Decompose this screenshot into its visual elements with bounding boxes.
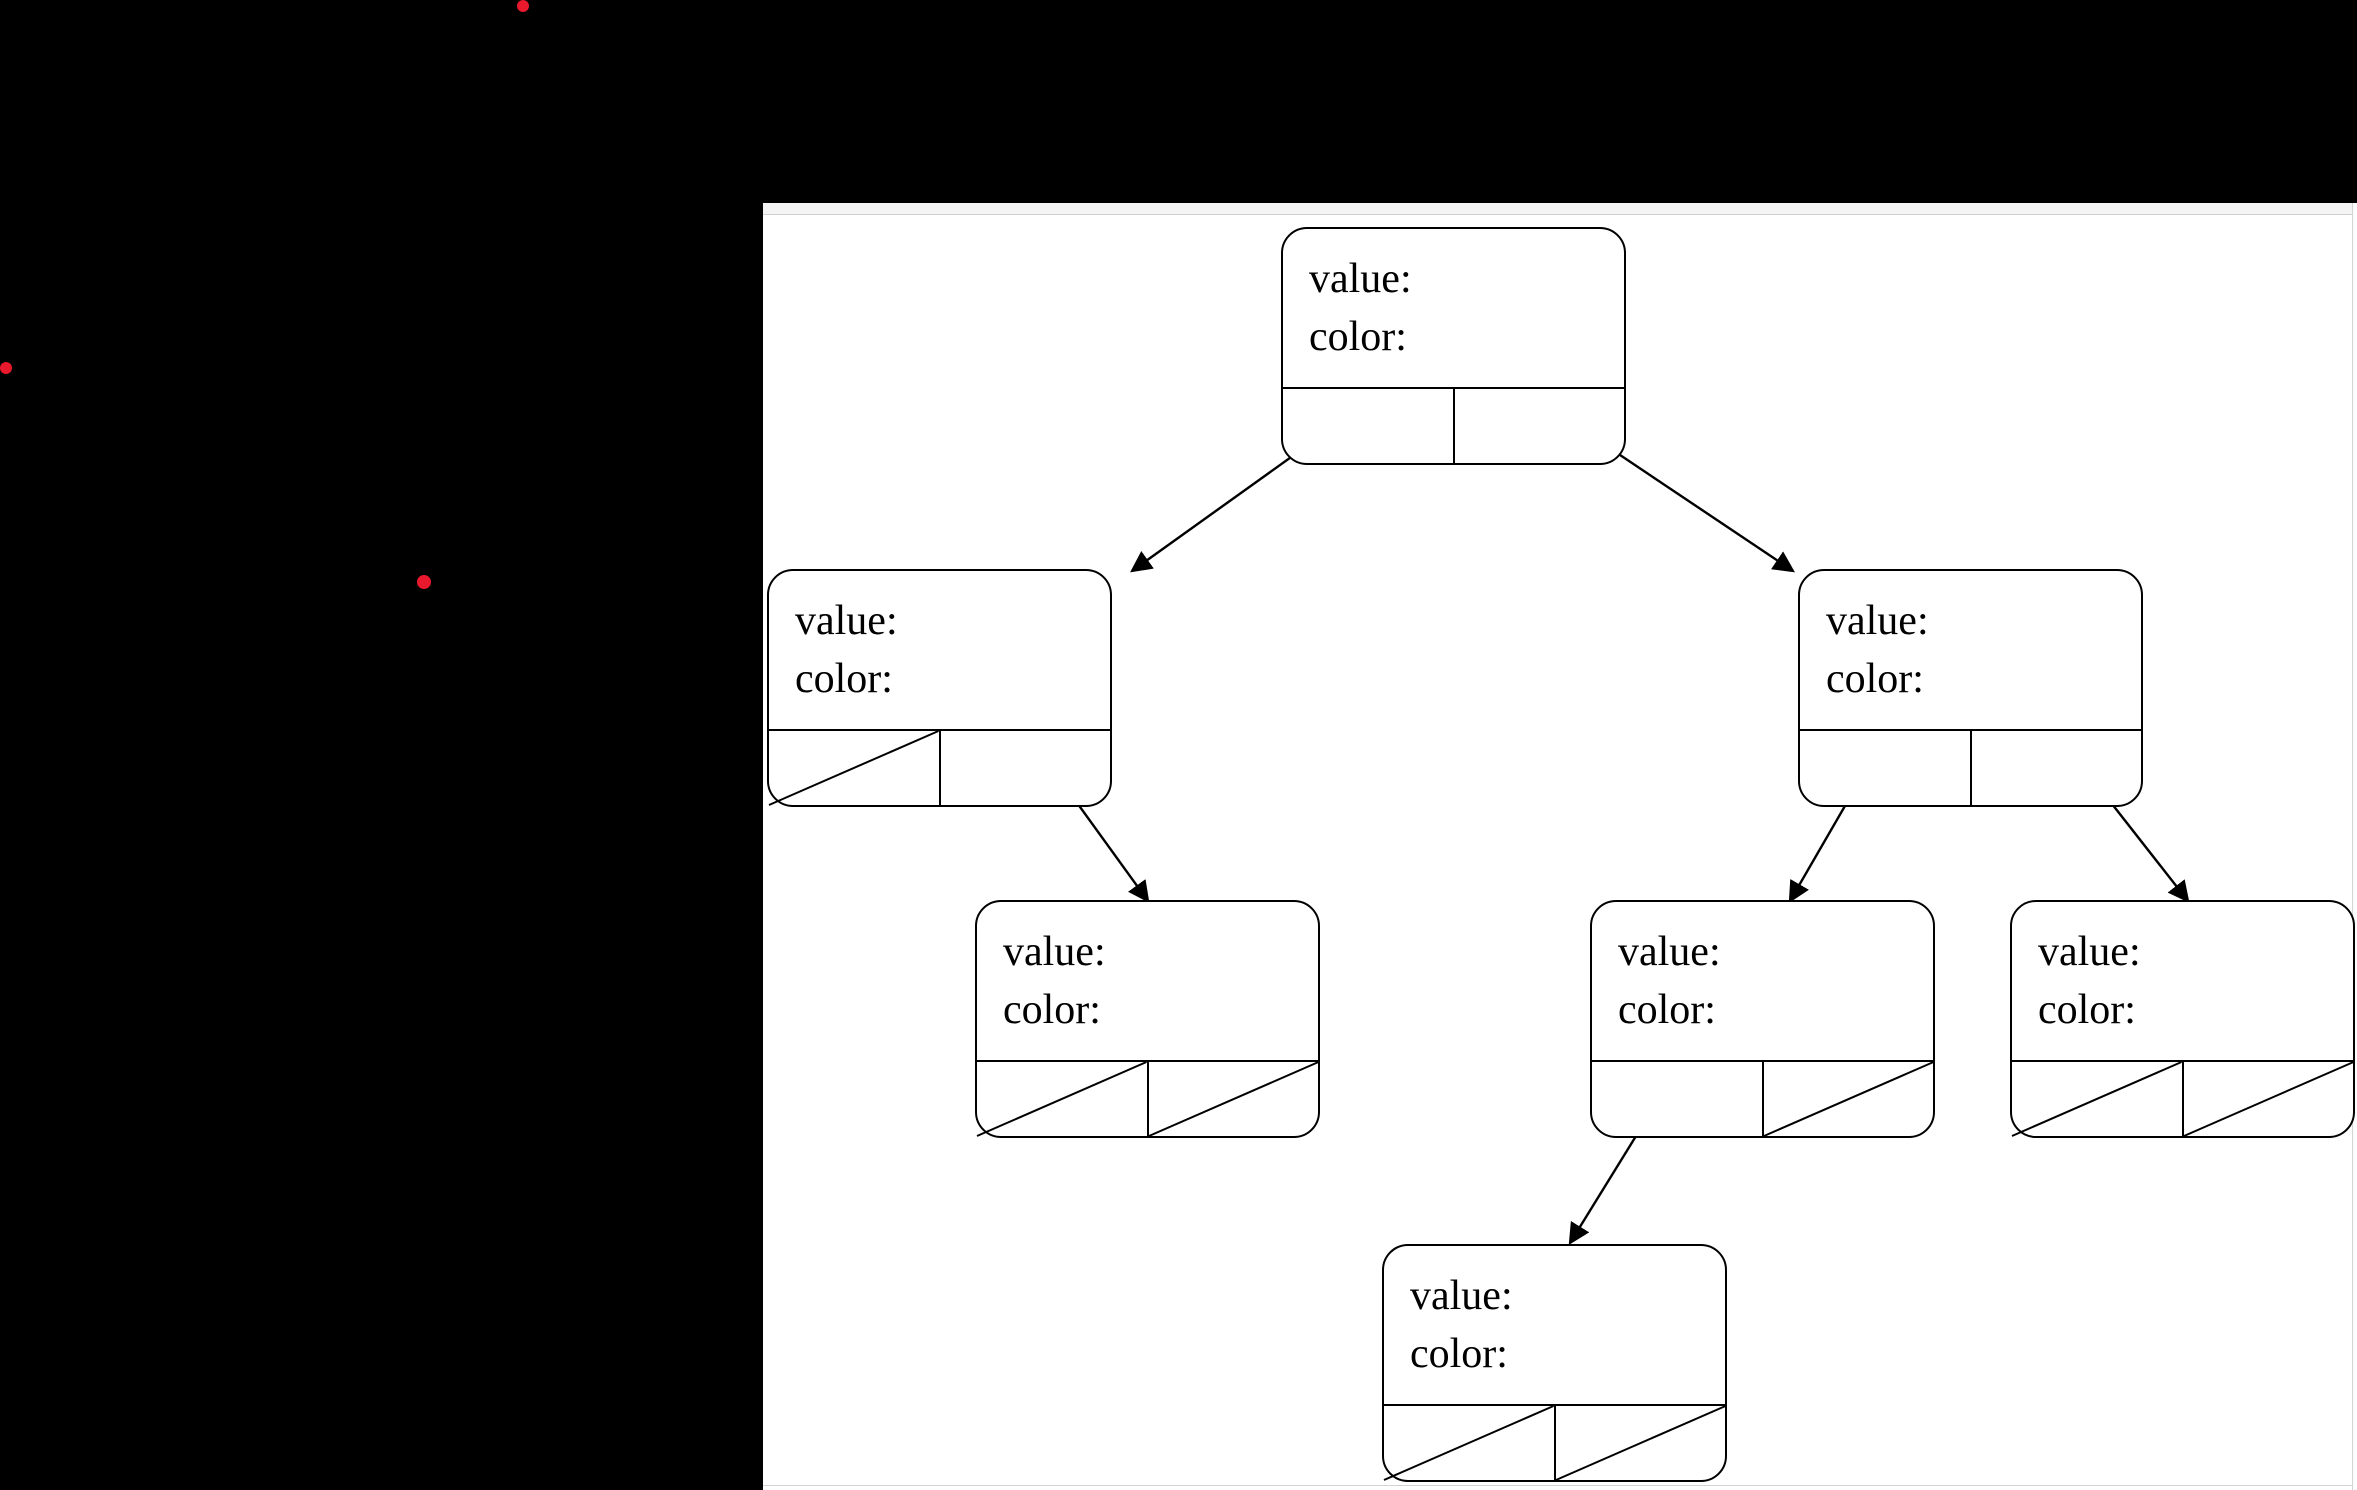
node-color-label: color:	[1309, 314, 1407, 360]
node-fields: value: color:	[1384, 1246, 1725, 1404]
node-value-label: value:	[1003, 929, 1106, 975]
tree-node-left-right[interactable]: value: color:	[975, 900, 1320, 1138]
tree-node-root[interactable]: value: color:	[1281, 227, 1626, 465]
node-pointer-row	[1592, 1060, 1933, 1136]
node-color-label: color:	[1003, 987, 1101, 1033]
marker-dot-left	[0, 362, 12, 374]
node-right-pointer-cell[interactable]	[1553, 1406, 1726, 1480]
node-color-label: color:	[795, 656, 893, 702]
tree-node-right-right[interactable]: value: color:	[2010, 900, 2355, 1138]
node-left-pointer-cell[interactable]	[769, 731, 939, 805]
null-pointer-slash-icon	[1556, 1406, 1726, 1480]
null-pointer-slash-icon	[1384, 1406, 1554, 1480]
node-pointer-row	[769, 729, 1110, 805]
node-value-label: value:	[1309, 256, 1412, 302]
node-value-label: value:	[795, 598, 898, 644]
node-right-pointer-cell[interactable]	[2181, 1062, 2354, 1136]
marker-dot-mid	[417, 575, 431, 589]
node-color-label: color:	[1618, 987, 1716, 1033]
node-right-pointer-cell[interactable]	[1146, 1062, 1319, 1136]
null-pointer-slash-icon	[2012, 1062, 2182, 1136]
node-value-label: value:	[1826, 598, 1929, 644]
node-right-pointer-cell[interactable]	[1761, 1062, 1934, 1136]
node-fields: value: color:	[977, 902, 1318, 1060]
node-color-label: color:	[1826, 656, 1924, 702]
null-pointer-slash-icon	[769, 731, 939, 805]
null-pointer-slash-icon	[977, 1062, 1147, 1136]
node-fields: value: color:	[1800, 571, 2141, 729]
panel-bottom-strip	[763, 1485, 2357, 1490]
node-pointer-row	[2012, 1060, 2353, 1136]
node-left-pointer-cell[interactable]	[1283, 389, 1453, 463]
node-left-pointer-cell[interactable]	[1384, 1406, 1554, 1480]
node-fields: value: color:	[769, 571, 1110, 729]
panel-right-strip	[2352, 203, 2357, 1490]
node-left-pointer-cell[interactable]	[1592, 1062, 1762, 1136]
node-pointer-row	[1800, 729, 2141, 805]
node-color-label: color:	[2038, 987, 2136, 1033]
node-color-label: color:	[1410, 1331, 1508, 1377]
node-pointer-row	[1384, 1404, 1725, 1480]
node-left-pointer-cell[interactable]	[2012, 1062, 2182, 1136]
node-fields: value: color:	[2012, 902, 2353, 1060]
tree-node-right[interactable]: value: color:	[1798, 569, 2143, 807]
null-pointer-slash-icon	[2184, 1062, 2354, 1136]
null-pointer-slash-icon	[1149, 1062, 1319, 1136]
node-fields: value: color:	[1283, 229, 1624, 387]
node-right-pointer-cell[interactable]	[1969, 731, 2142, 805]
node-fields: value: color:	[1592, 902, 1933, 1060]
tree-node-deep[interactable]: value: color:	[1382, 1244, 1727, 1482]
panel-top-strip	[763, 203, 2357, 215]
node-right-pointer-cell[interactable]	[938, 731, 1111, 805]
node-value-label: value:	[2038, 929, 2141, 975]
diagram-panel[interactable]: value:color:value:color:value:color:valu…	[763, 203, 2357, 1490]
marker-dot-top	[517, 0, 529, 12]
null-pointer-slash-icon	[1764, 1062, 1934, 1136]
node-left-pointer-cell[interactable]	[1800, 731, 1970, 805]
node-value-label: value:	[1618, 929, 1721, 975]
tree-node-right-left[interactable]: value: color:	[1590, 900, 1935, 1138]
node-left-pointer-cell[interactable]	[977, 1062, 1147, 1136]
node-pointer-row	[977, 1060, 1318, 1136]
tree-node-left[interactable]: value: color:	[767, 569, 1112, 807]
node-value-label: value:	[1410, 1273, 1513, 1319]
node-pointer-row	[1283, 387, 1624, 463]
node-right-pointer-cell[interactable]	[1452, 389, 1625, 463]
